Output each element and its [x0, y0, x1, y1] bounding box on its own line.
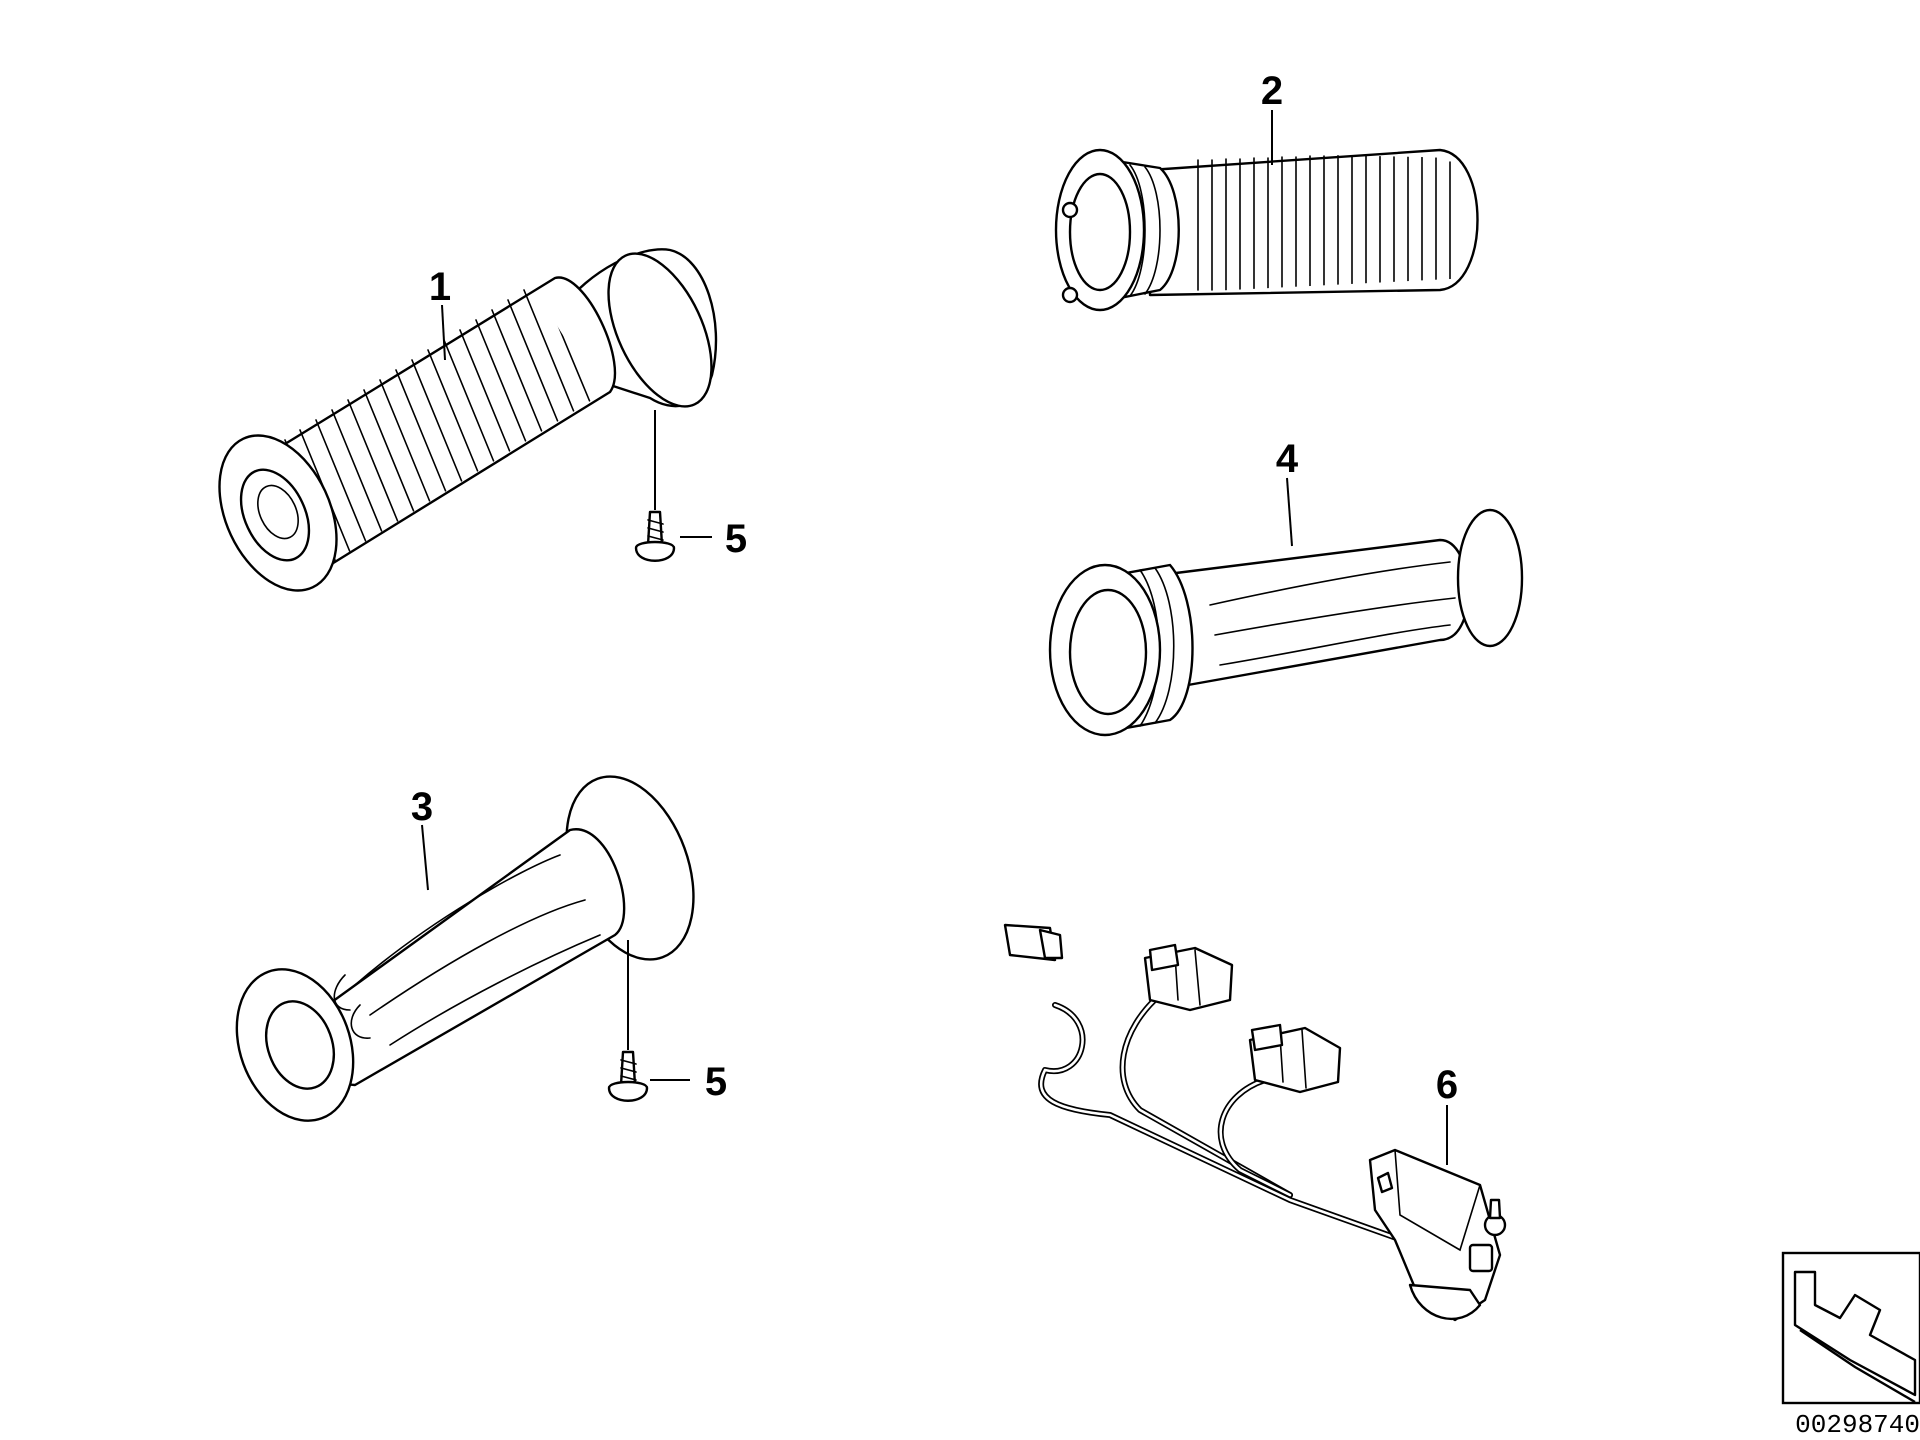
- grip-part-1[interactable]: [196, 238, 733, 609]
- grip-4-flange: [1456, 508, 1524, 648]
- callout-6: 6: [1436, 1063, 1458, 1107]
- wiring-harness-part-6[interactable]: [1003, 923, 1507, 1322]
- grip-4-body: [1158, 538, 1470, 692]
- grip-2-body: [1148, 148, 1479, 297]
- grip-1-flange-rim: [607, 252, 713, 408]
- leader-lines: [421, 110, 1448, 1165]
- callout-5b: 5: [705, 1060, 727, 1104]
- grip-3-endcap-inner: [265, 1000, 335, 1090]
- grip-3-grooves: [354, 854, 601, 1046]
- callout-labels: 1 2 3 4 5 5 6: [411, 69, 1458, 1107]
- screw-part-5a[interactable]: [634, 510, 676, 562]
- callout-5a: 5: [725, 517, 747, 561]
- grip-4-grooves: [1209, 561, 1456, 666]
- callout-3: 3: [411, 785, 433, 829]
- grip-1-endcap-inner: [239, 468, 311, 562]
- grip-part-3[interactable]: [217, 759, 717, 1137]
- orientation-arrow-icon: [1781, 1251, 1920, 1405]
- document-number: 00298740: [1795, 1410, 1920, 1440]
- callout-4: 4: [1276, 437, 1299, 481]
- grip-2-ribs: [1197, 154, 1451, 291]
- grip-2-endcap-inner: [1068, 172, 1132, 292]
- grip-part-2[interactable]: [1054, 148, 1479, 312]
- callout-2: 2: [1261, 69, 1283, 113]
- screw-part-5b[interactable]: [607, 1050, 649, 1102]
- grip-4-endcap-inner: [1068, 588, 1148, 716]
- grip-part-4[interactable]: [1048, 508, 1524, 737]
- callout-1: 1: [429, 265, 451, 309]
